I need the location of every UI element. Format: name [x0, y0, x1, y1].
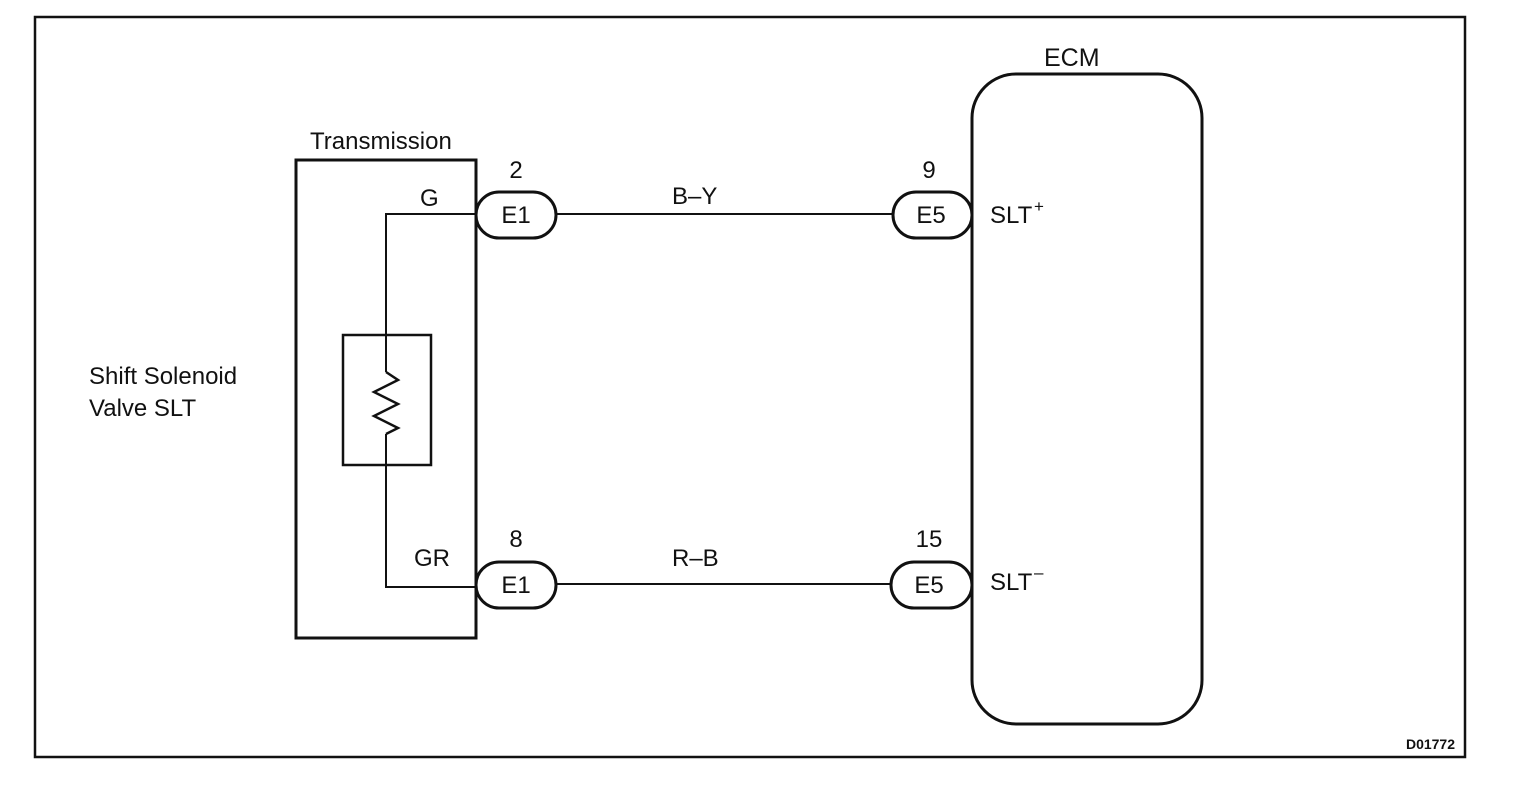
pin-9-label: 9 [922, 157, 935, 184]
slt-minus-label: SLT [990, 569, 1033, 596]
resistor-coil-icon [371, 370, 401, 436]
wire-top-color-label: B–Y [672, 183, 717, 210]
connector-e1-top-label: E1 [501, 202, 530, 229]
solenoid-label-line2: Valve SLT [89, 395, 196, 422]
slt-minus-superscript: – [1034, 563, 1044, 582]
ecm-box [970, 72, 1204, 726]
solenoid-label-line1: Shift Solenoid [89, 363, 237, 390]
connector-e5-bottom-label: E5 [914, 572, 943, 599]
wire-color-g: G [420, 185, 439, 212]
transmission-box [294, 158, 478, 640]
connector-e1-bottom [474, 560, 558, 610]
connector-e5-top [891, 190, 974, 240]
solenoid-bottom-lead [385, 434, 476, 588]
wire-color-gr: GR [414, 545, 450, 572]
wire-bottom-color-label: R–B [672, 545, 719, 572]
transmission-label: Transmission [310, 128, 452, 155]
pin-15-label: 15 [916, 526, 943, 553]
diagram-frame [33, 15, 1467, 759]
ecm-label: ECM [1044, 44, 1100, 72]
connector-e1-bottom-label: E1 [501, 572, 530, 599]
pin-8-label: 8 [509, 526, 522, 553]
connector-e5-bottom [889, 560, 974, 610]
pin-2-label: 2 [509, 157, 522, 184]
solenoid-top-lead [385, 213, 476, 372]
slt-plus-label: SLT [990, 202, 1033, 229]
connector-e5-top-label: E5 [916, 202, 945, 229]
connector-e1-top [474, 190, 558, 240]
figure-code: D01772 [1406, 736, 1455, 752]
slt-plus-superscript: + [1034, 197, 1044, 216]
